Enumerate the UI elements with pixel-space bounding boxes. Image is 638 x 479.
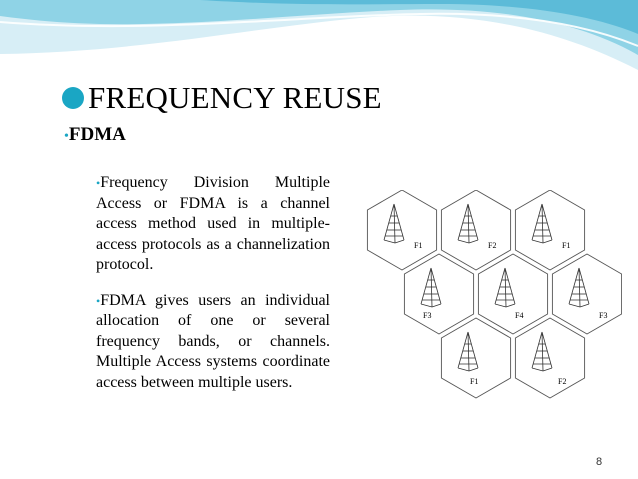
title-bullet-icon [62, 87, 84, 109]
cell-frequency-label: F1 [562, 241, 570, 250]
hex-cell-outline [440, 190, 512, 271]
hex-cell: F2 [440, 190, 512, 271]
antenna-tower-icon [457, 331, 479, 372]
body-text: •Frequency Division Multiple Access or F… [96, 173, 330, 408]
hex-cell-outline [551, 253, 622, 335]
slide-title: FREQUENCY REUSE [88, 80, 382, 115]
bullet-icon: • [96, 176, 101, 190]
antenna-tower-icon [531, 203, 553, 244]
hex-cell-outline [477, 253, 549, 335]
hex-cell-outline [366, 190, 438, 271]
bullet-icon: • [64, 129, 69, 144]
cell-frequency-label: F1 [470, 377, 478, 386]
antenna-tower-icon [457, 203, 479, 244]
paragraph-1: •Frequency Division Multiple Access or F… [96, 174, 330, 273]
hex-cell: F4 [477, 253, 549, 335]
hex-cell-outline [514, 317, 586, 399]
paragraph-2: •FDMA gives users an individual allocati… [96, 291, 330, 391]
hex-cell: F3 [403, 253, 475, 335]
cell-frequency-label: F3 [423, 311, 431, 320]
cell-frequency-label: F1 [414, 241, 422, 250]
cell-frequency-label: F2 [488, 241, 496, 250]
antenna-tower-icon [568, 267, 590, 308]
cell-frequency-label: F3 [599, 311, 607, 320]
hex-cell: F3 [551, 253, 622, 335]
antenna-tower-icon [383, 203, 405, 244]
cell-frequency-label: F2 [558, 377, 566, 386]
hex-cell: F1 [366, 190, 438, 271]
hex-cell-outline [403, 253, 475, 335]
cell-frequency-label: F4 [515, 311, 523, 320]
subheading-text: FDMA [68, 124, 126, 145]
title-row: FREQUENCY REUSE [62, 80, 382, 116]
header-wave-decoration [0, 0, 638, 70]
hex-cell: F2 [514, 317, 586, 399]
hex-cell-outline [440, 317, 512, 399]
antenna-tower-icon [420, 267, 442, 308]
bullet-icon: • [96, 293, 101, 308]
hex-cell: F1 [440, 317, 512, 399]
page-number: 8 [596, 456, 603, 468]
hex-cell-outline [514, 190, 586, 271]
subheading: •FDMA [64, 124, 126, 146]
antenna-tower-icon [494, 267, 516, 308]
antenna-tower-icon [531, 331, 553, 372]
hex-cell: F1 [514, 190, 586, 271]
